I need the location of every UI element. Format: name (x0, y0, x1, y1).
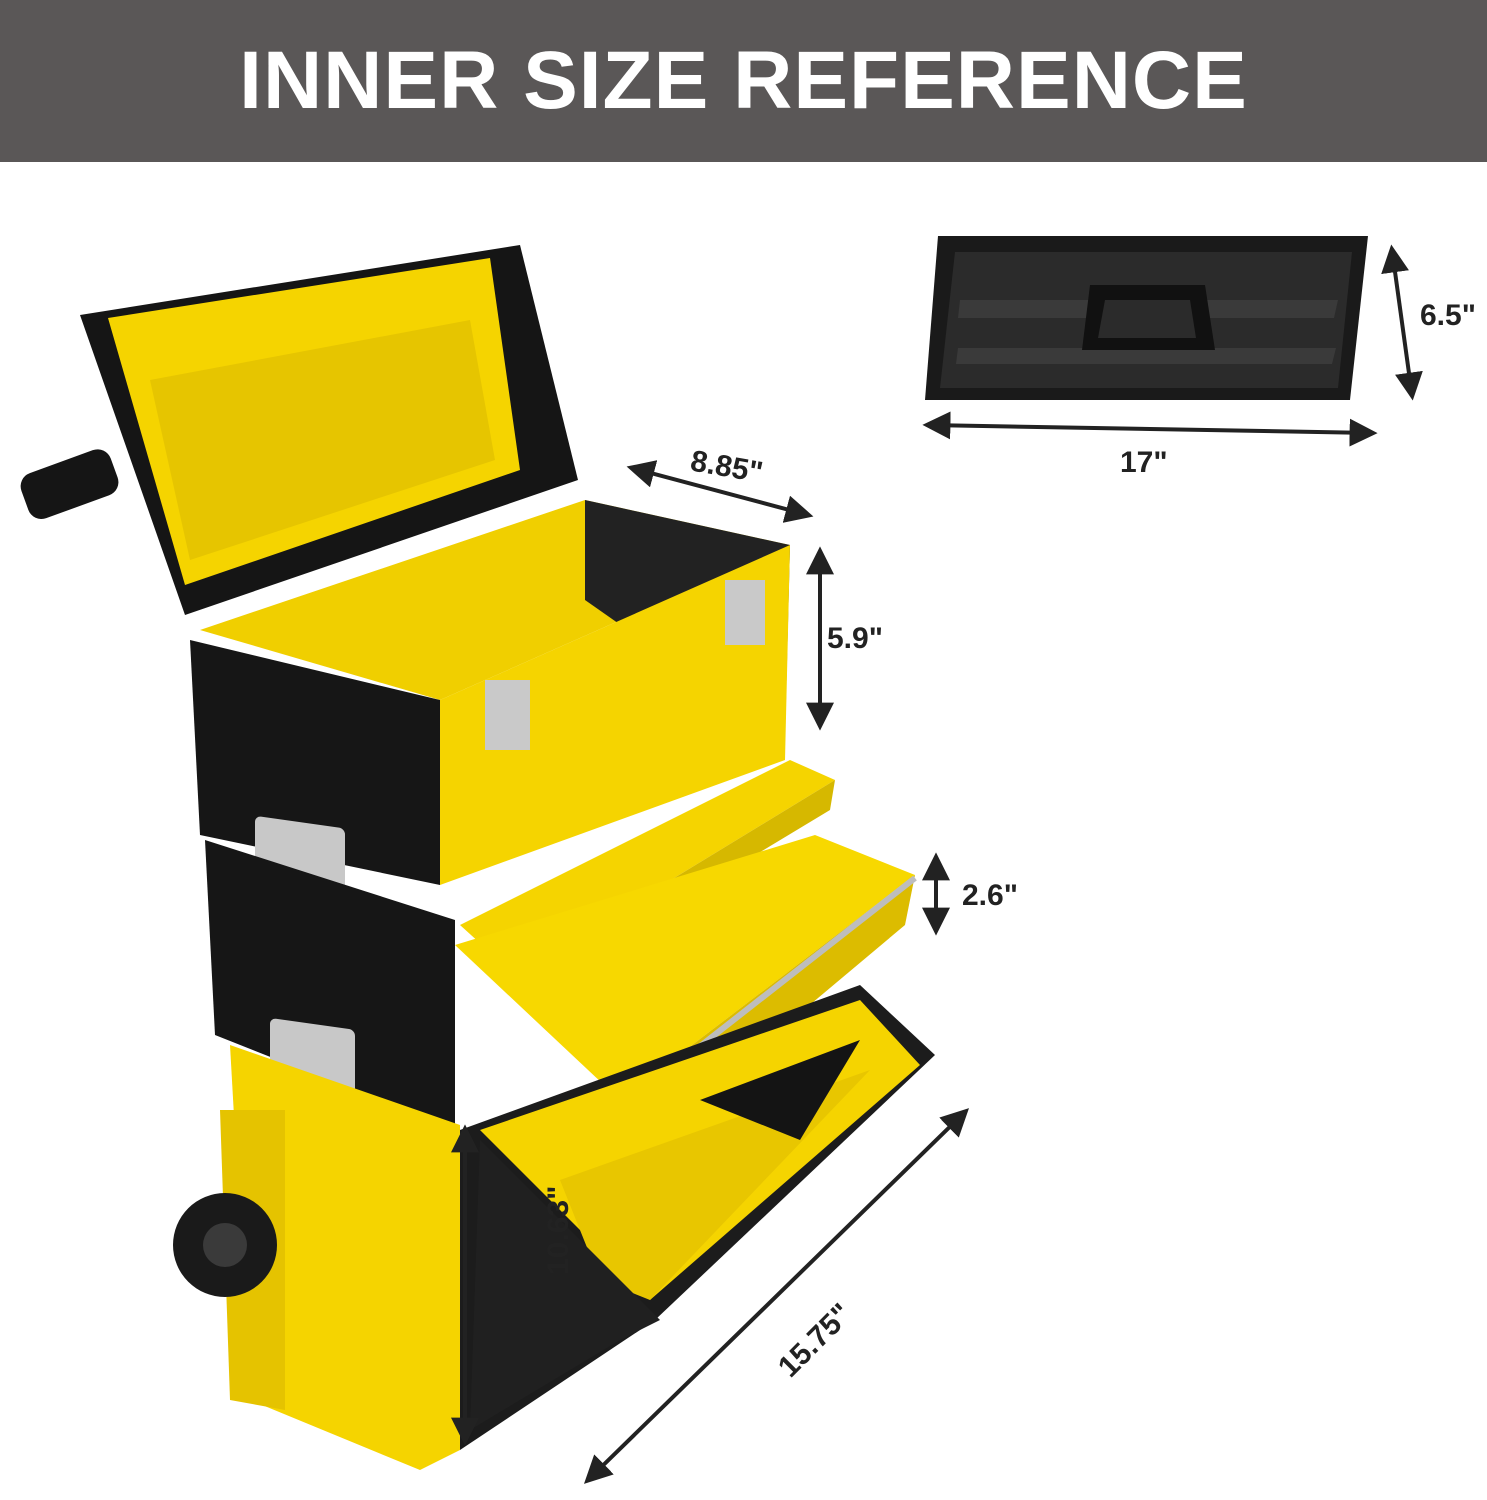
bottom-width-label: 15.75" (772, 1297, 858, 1383)
tray-height-label: 6.5" (1420, 299, 1476, 332)
bottom-height-label: 10.63" (542, 1186, 575, 1275)
top-box-depth-label: 8.85" (688, 444, 765, 489)
header-banner: INNER SIZE REFERENCE (0, 0, 1487, 162)
top-box-height-label: 5.9" (827, 622, 883, 655)
drawer-height-label: 2.6" (962, 879, 1018, 912)
dimension-arrows (451, 244, 1423, 1484)
page-title: INNER SIZE REFERENCE (239, 35, 1248, 126)
tool-tray-image (925, 236, 1368, 400)
rolling-toolbox-image (20, 245, 935, 1470)
tray-width-label: 17" (1120, 446, 1168, 479)
